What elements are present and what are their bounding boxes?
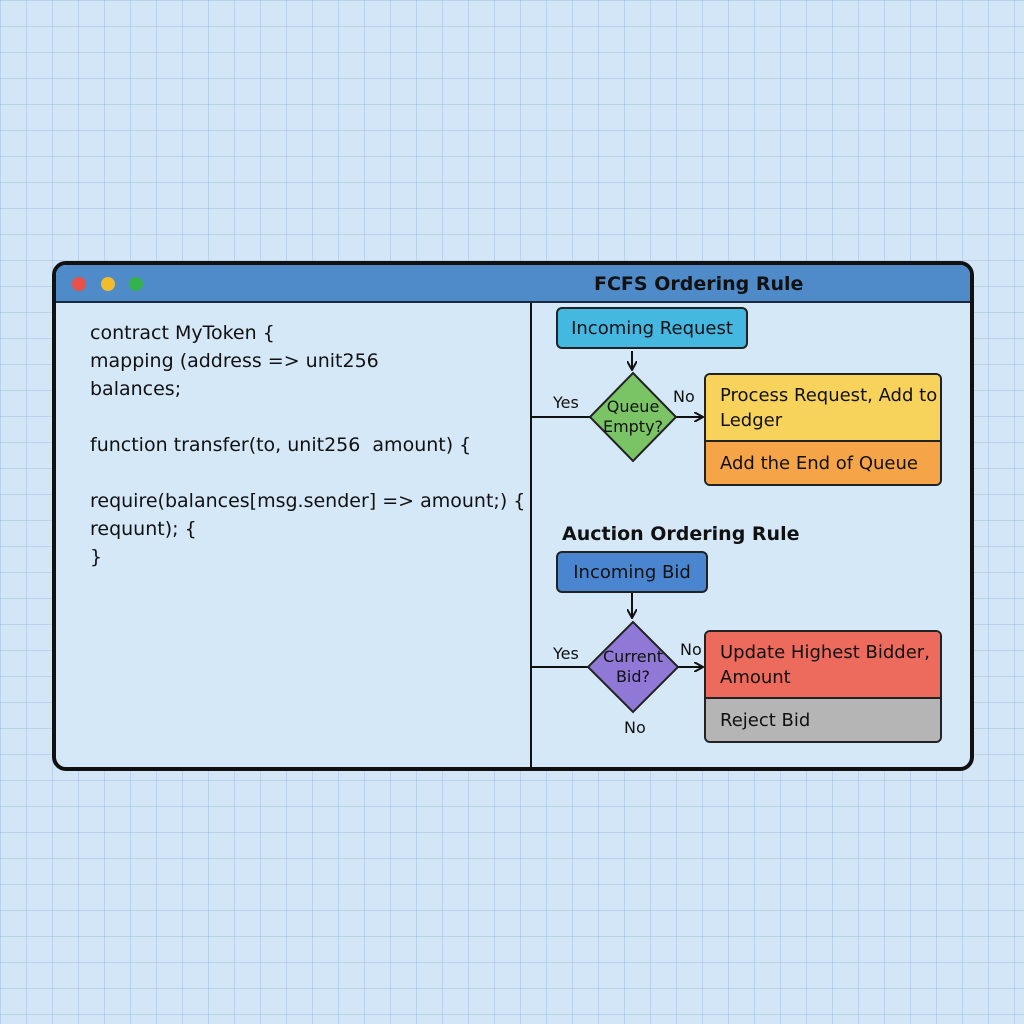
minimize-window-button[interactable] <box>101 277 115 291</box>
maximize-window-button[interactable] <box>129 277 143 291</box>
code-line: } <box>90 546 103 568</box>
code-editor[interactable]: contract MyToken { mapping (address => u… <box>90 319 525 571</box>
code-line: requunt); { <box>90 518 197 540</box>
yes-label: Yes <box>553 393 579 412</box>
add-end-of-queue-node: Add the End of Queue <box>706 442 940 484</box>
queue-empty-label: Queue Empty? <box>602 397 664 436</box>
incoming-bid-node: Incoming Bid <box>556 551 708 593</box>
code-line: mapping (address => unit256 <box>90 350 379 372</box>
fcfs-title: FCFS Ordering Rule <box>594 273 804 295</box>
current-bid-diamond <box>586 620 680 714</box>
update-highest-bidder-label: Update Highest Bidder, Amount <box>720 641 930 688</box>
code-line: balances; <box>90 378 182 400</box>
auction-title: Auction Ordering Rule <box>562 523 800 545</box>
fcfs-action-stack: Process Request, Add to Ledger Add the E… <box>704 373 942 486</box>
reject-bid-label: Reject Bid <box>720 709 811 731</box>
reject-bid-node: Reject Bid <box>706 699 940 741</box>
code-line: contract MyToken { <box>90 322 275 344</box>
update-highest-bidder-node: Update Highest Bidder, Amount <box>706 632 940 699</box>
process-request-node: Process Request, Add to Ledger <box>706 375 940 442</box>
incoming-bid-label: Incoming Bid <box>573 561 691 583</box>
no-label: No <box>673 387 695 406</box>
code-line: require(balances[msg.sender] => amount;)… <box>90 490 526 512</box>
no-label: No <box>624 718 646 737</box>
queue-empty-diamond <box>588 371 678 463</box>
no-label: No <box>680 640 702 659</box>
auction-action-stack: Update Highest Bidder, Amount Reject Bid <box>704 630 942 743</box>
yes-label: Yes <box>553 644 579 663</box>
panel-divider <box>530 303 532 767</box>
current-bid-label: Current Bid? <box>602 647 664 686</box>
incoming-request-label: Incoming Request <box>571 317 733 339</box>
process-request-label: Process Request, Add to Ledger <box>720 384 938 431</box>
close-window-button[interactable] <box>72 277 86 291</box>
add-end-of-queue-label: Add the End of Queue <box>720 452 918 474</box>
app-window: FCFS Ordering Rule contract MyToken { ma… <box>52 261 974 771</box>
incoming-request-node: Incoming Request <box>556 307 748 349</box>
flowchart-connectors <box>532 351 970 714</box>
window-titlebar: FCFS Ordering Rule <box>56 265 970 303</box>
code-line: function transfer(to, unit256 amount) { <box>90 434 472 456</box>
